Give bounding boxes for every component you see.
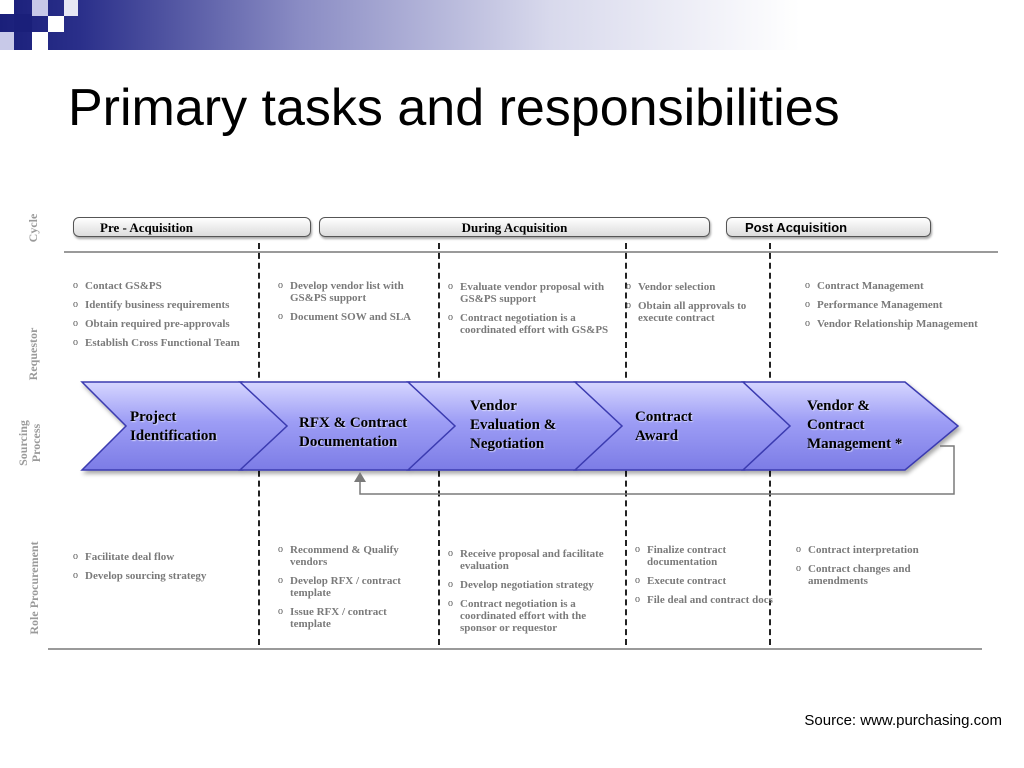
chevron-vendor-contract-management: [741, 381, 960, 471]
list-item: Facilitate deal flow: [73, 551, 257, 563]
header-square: [0, 0, 14, 14]
procurement-list-3: Receive proposal and facilitate evaluati…: [448, 548, 618, 641]
cycle-post-acquisition: Post Acquisition: [726, 217, 931, 237]
procurement-list-1: Facilitate deal flow Develop sourcing st…: [73, 551, 257, 589]
chevron-label-line: Documentation: [299, 434, 398, 450]
page-title: Primary tasks and responsibilities: [68, 79, 840, 137]
list-item: Execute contract: [635, 575, 773, 587]
separator-line: [64, 251, 998, 253]
list-item: Evaluate vendor proposal with GS&PS supp…: [448, 281, 618, 305]
requestor-list-5: Contract Management Performance Manageme…: [805, 280, 983, 337]
chevron-label-5: Vendor & Contract Management *: [807, 397, 902, 454]
source-citation: Source: www.purchasing.com: [804, 712, 1002, 729]
list-item: File deal and contract docs: [635, 594, 773, 606]
separator-line: [48, 648, 982, 650]
chevron-label-line: Identification: [130, 428, 217, 444]
header-square: [14, 14, 32, 32]
list-item: Vendor selection: [626, 281, 768, 293]
procurement-list-5: Contract interpretation Contract changes…: [796, 544, 956, 594]
list-item: Establish Cross Functional Team: [73, 337, 257, 349]
list-item: Document SOW and SLA: [278, 311, 426, 323]
chevron-label-line: Negotiation: [470, 436, 545, 452]
chevron-label-3: Vendor Evaluation & Negotiation: [470, 397, 556, 454]
chevron-label-line: Vendor &: [807, 398, 870, 414]
feedback-arrow-head: [354, 472, 366, 482]
list-item: Obtain all approvals to execute contract: [626, 300, 768, 324]
chevron-label-line: RFX & Contract: [299, 415, 408, 431]
requestor-list-1: Contact GS&PS Identify business requirem…: [73, 280, 257, 356]
procurement-list-2: Recommend & Qualify vendors Develop RFX …: [278, 544, 428, 637]
list-item: Receive proposal and facilitate evaluati…: [448, 548, 618, 572]
chevron-label-line: Evaluation &: [470, 417, 557, 433]
header-square: [48, 16, 64, 32]
chevron-label-line: Vendor: [470, 398, 517, 414]
procurement-list-4: Finalize contract documentation Execute …: [635, 544, 773, 613]
header-gradient: [0, 0, 1024, 50]
list-item: Identify business requirements: [73, 299, 257, 311]
chevron-label-4: Contract Award: [635, 408, 692, 446]
chevron-label-line: Contract: [807, 417, 865, 433]
list-item: Develop negotiation strategy: [448, 579, 618, 591]
chevron-label-1: Project Identification: [130, 408, 217, 446]
list-item: Contact GS&PS: [73, 280, 257, 292]
list-item: Contract negotiation is a coordinated ef…: [448, 598, 618, 634]
cycle-pre-acquisition: Pre - Acquisition: [73, 217, 311, 237]
chevron-label-line: Award: [635, 428, 679, 444]
header-square: [32, 0, 48, 16]
list-item: Vendor Relationship Management: [805, 318, 983, 330]
list-item: Performance Management: [805, 299, 983, 311]
list-item: Contract negotiation is a coordinated ef…: [448, 312, 618, 336]
list-item: Contract interpretation: [796, 544, 956, 556]
chevron-label-line: Project: [130, 409, 177, 425]
list-item: Issue RFX / contract template: [278, 606, 428, 630]
chevron-label-line: Management *: [807, 436, 903, 452]
cycle-during-acquisition: During Acquisition: [319, 217, 710, 237]
list-item: Contract Management: [805, 280, 983, 292]
chevron-label-line: Contract: [635, 409, 693, 425]
header-square: [64, 0, 78, 16]
list-item: Contract changes and amendments: [796, 563, 956, 587]
requestor-list-4: Vendor selection Obtain all approvals to…: [626, 281, 768, 331]
list-item: Recommend & Qualify vendors: [278, 544, 428, 568]
list-item: Develop RFX / contract template: [278, 575, 428, 599]
requestor-list-3: Evaluate vendor proposal with GS&PS supp…: [448, 281, 618, 343]
list-item: Develop vendor list with GS&PS support: [278, 280, 426, 304]
list-item: Develop sourcing strategy: [73, 570, 257, 582]
header-band: [0, 0, 1024, 50]
list-item: Obtain required pre-approvals: [73, 318, 257, 330]
chevron-label-2: RFX & Contract Documentation: [299, 414, 407, 452]
header-square: [0, 32, 14, 50]
header-square: [32, 32, 48, 50]
requestor-list-2: Develop vendor list with GS&PS support D…: [278, 280, 426, 330]
list-item: Finalize contract documentation: [635, 544, 773, 568]
feedback-loop-line: [359, 445, 955, 495]
